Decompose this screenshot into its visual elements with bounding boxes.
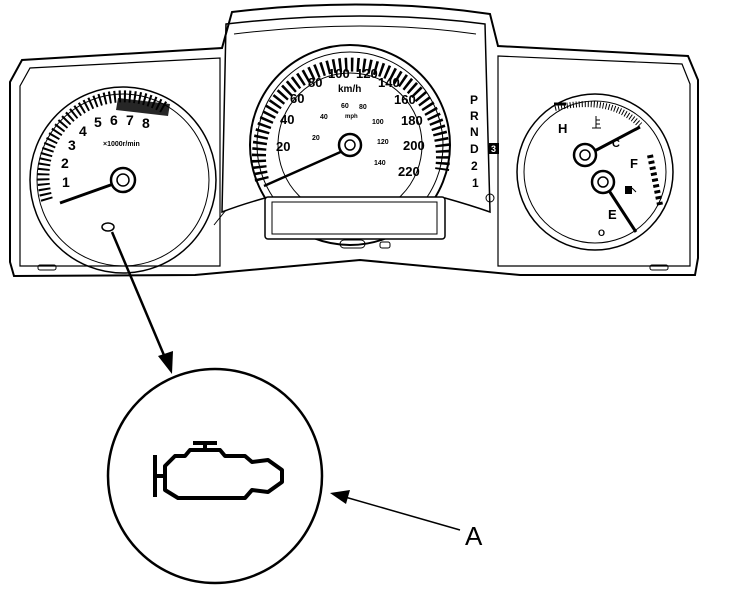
- tach-needle: [59, 180, 120, 205]
- callout-a: A: [330, 490, 483, 551]
- temp-hub: [572, 142, 598, 168]
- kmh-20: 20: [276, 139, 290, 154]
- thermometer-icon: [592, 116, 601, 129]
- gear-1: 1: [472, 176, 479, 190]
- tach-number-7: 7: [126, 112, 134, 128]
- mph-120: 120: [377, 139, 389, 146]
- svg-text:3: 3: [491, 144, 496, 154]
- tach-number-4: 4: [79, 123, 87, 139]
- gear-2: 2: [471, 159, 478, 173]
- mph-80: 80: [359, 104, 367, 111]
- check-engine-icon: [153, 441, 284, 500]
- kmh-180: 180: [401, 113, 423, 128]
- gear-n: N: [470, 125, 479, 139]
- kmh-120: 120: [356, 66, 378, 81]
- leader-arrow: [110, 231, 173, 374]
- tachometer: 1 2 3 4 5 6 7 8 ×1000r/min: [29, 86, 217, 274]
- warning-light-spot: [101, 222, 115, 232]
- kmh-160: 160: [394, 92, 416, 107]
- tach-number-3: 3: [68, 137, 76, 153]
- gear-r: R: [470, 109, 479, 123]
- tach-unit: ×1000r/min: [103, 141, 140, 148]
- tach-number-6: 6: [110, 112, 118, 128]
- kmh-unit: km/h: [338, 84, 361, 95]
- kmh-200: 200: [403, 138, 425, 153]
- kmh-220: 220: [398, 164, 420, 179]
- temp-cold: C: [612, 138, 620, 150]
- tach-number-8: 8: [142, 115, 150, 131]
- temp-fuel-gauge: H C F E O: [516, 93, 674, 251]
- housing-marks: [37, 264, 669, 271]
- mph-140: 140: [374, 160, 386, 167]
- mph-20: 20: [312, 135, 320, 142]
- kmh-140: 140: [378, 75, 400, 90]
- fuel-hub: [590, 169, 616, 195]
- fuel-empty: E: [608, 207, 617, 222]
- gear-p: P: [470, 93, 478, 107]
- kmh-100: 100: [328, 66, 350, 81]
- odometer-display: [264, 196, 446, 249]
- svg-text:O: O: [598, 228, 605, 238]
- kmh-80: 80: [308, 75, 322, 90]
- tach-hub: [109, 166, 137, 194]
- gear-d3-box: [489, 143, 499, 154]
- mph-40: 40: [320, 114, 328, 121]
- mph-100: 100: [372, 119, 384, 126]
- speed-hub: [337, 132, 363, 158]
- tach-number-5: 5: [94, 114, 102, 130]
- gear-indicator: P R N D 3 2 1: [470, 93, 499, 203]
- speed-needle: [263, 148, 346, 188]
- mph-60: 60: [341, 103, 349, 110]
- temp-hot: H: [558, 121, 567, 136]
- mph-unit: mph: [345, 114, 358, 120]
- kmh-60: 60: [290, 91, 304, 106]
- gear-d: D: [470, 142, 479, 156]
- zoom-circle: [106, 367, 324, 585]
- fuel-full: F: [630, 156, 638, 171]
- cluster-housing: [9, 3, 699, 278]
- callout-label-a: A: [465, 521, 483, 551]
- fuel-needle: [604, 185, 638, 233]
- fuel-pump-icon: [625, 186, 637, 194]
- kmh-40: 40: [280, 112, 294, 127]
- tach-number-1: 1: [62, 174, 70, 190]
- tach-number-2: 2: [61, 155, 69, 171]
